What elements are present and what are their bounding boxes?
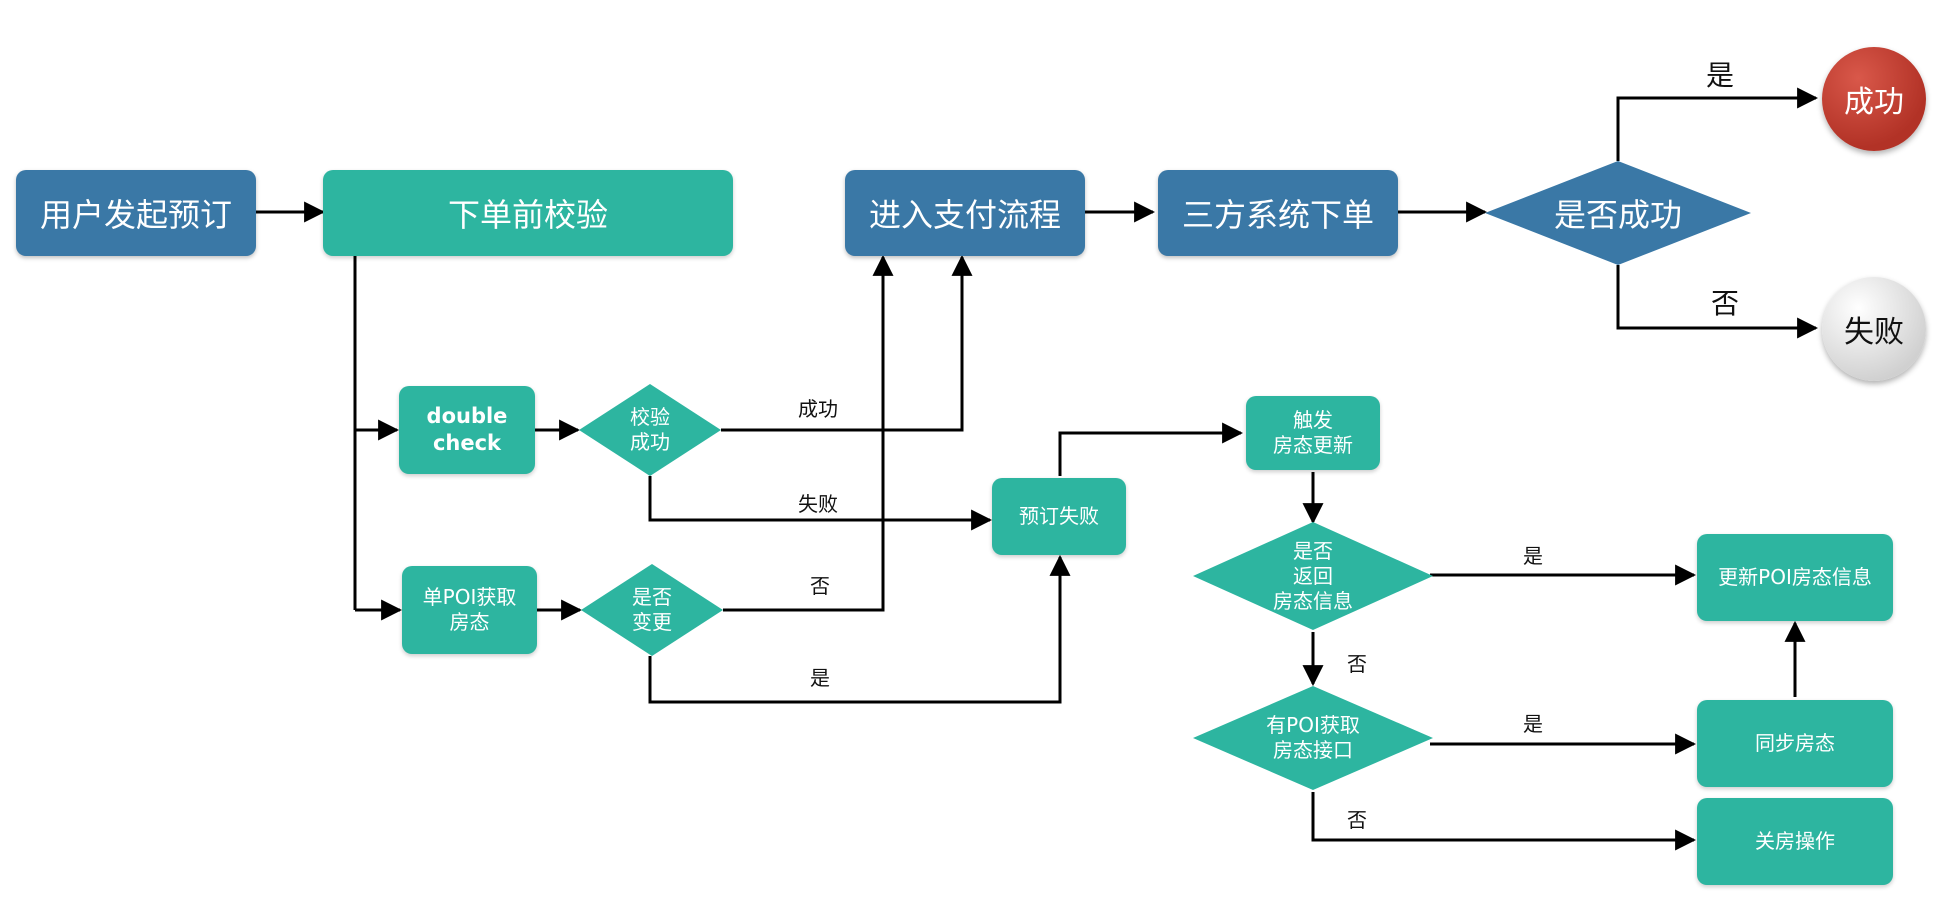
edge-booking-failed-to-trigger (1058, 422, 1244, 476)
edge-is-changed-yes (648, 554, 1071, 704)
node-success: 成功 (1822, 47, 1926, 151)
node-failure: 失败 (1822, 277, 1926, 381)
edge-check-success-fail (648, 476, 993, 531)
node-pre-order-check: 下单前校验 (323, 170, 733, 256)
edge-is-success-no (1616, 265, 1819, 339)
label-is-changed-no: 否 (810, 574, 830, 598)
label-check-success-fail: 失败 (798, 492, 838, 516)
edge-has-interface-no (1311, 792, 1697, 851)
label-is-success-no: 否 (1711, 287, 1740, 320)
node-enter-payment: 进入支付流程 (845, 170, 1085, 256)
node-close-room: 关房操作 (1697, 798, 1893, 885)
diamond-shape (581, 564, 723, 656)
node-booking-failed: 预订失败 (992, 478, 1126, 555)
node-update-poi-status: 更新POI房态信息 (1697, 534, 1893, 621)
diamond-shape (1485, 161, 1751, 265)
diamond-shape (579, 384, 721, 476)
node-sync-status: 同步房态 (1697, 700, 1893, 787)
label-check-success-ok: 成功 (798, 397, 838, 421)
edge-is-changed-no (723, 254, 894, 612)
edge-check-success-ok (721, 254, 973, 432)
diamond-shape (1193, 686, 1433, 790)
decision-has-poi-interface: 有POI获取 房态接口 (1193, 686, 1433, 790)
node-trigger-update: 触发 房态更新 (1246, 396, 1380, 470)
label-has-interface-yes: 是 (1523, 712, 1543, 736)
edge-is-success-yes (1616, 87, 1819, 161)
diamond-shape (1193, 522, 1433, 630)
label-is-success-yes: 是 (1706, 59, 1735, 92)
node-user-booking: 用户发起预订 (16, 170, 256, 256)
decision-check-success: 校验 成功 (579, 384, 721, 476)
label-is-changed-yes: 是 (810, 666, 830, 690)
label-has-interface-no: 否 (1347, 808, 1367, 832)
node-double-check: double check (399, 386, 535, 474)
label-return-info-yes: 是 (1523, 544, 1543, 568)
decision-is-success: 是否成功 (1485, 161, 1751, 265)
label-return-info-no: 否 (1347, 652, 1367, 676)
node-third-party-order: 三方系统下单 (1158, 170, 1398, 256)
decision-is-changed: 是否 变更 (581, 564, 723, 656)
node-single-poi-status: 单POI获取 房态 (402, 566, 537, 654)
decision-return-status-info: 是否 返回 房态信息 (1193, 522, 1433, 630)
